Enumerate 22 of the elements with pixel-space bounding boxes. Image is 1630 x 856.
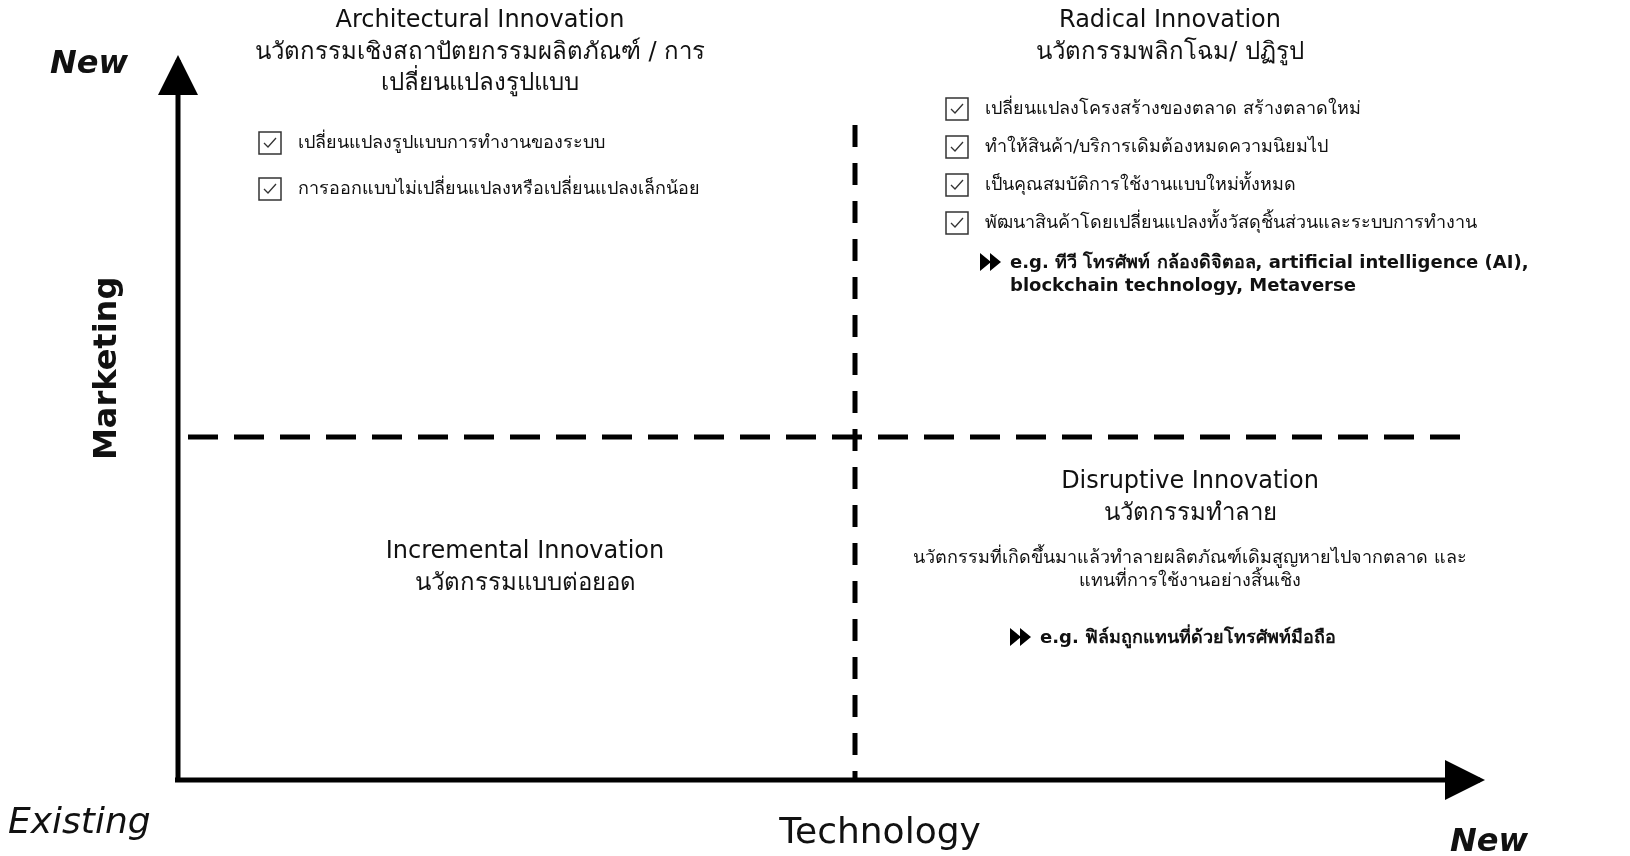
quadrant-heading: Disruptive Innovation: [1060, 465, 1320, 496]
example-text: e.g. ทีวี โทรศัพท์ กล้องดิจิตอล, artificial intelligence (AI), blockchain technology, Metaverse: [1010, 250, 1530, 297]
list-item: ทำให้สินค้า/บริการเดิมต้องหมดความนิยมไป: [985, 134, 1330, 158]
list-item: พัฒนาสินค้าโดยเปลี่ยนแปลงทั้งวัสดุชิ้นส่วนและระบบการทำงาน: [985, 210, 1478, 234]
list-item: เปลี่ยนแปลงโครงสร้างของตลาด สร้างตลาดใหม่: [985, 96, 1362, 120]
axis-label: Technology: [778, 809, 982, 853]
axis-end-label: Existing: [8, 799, 152, 843]
quadrant-heading: Incremental Innovation: [384, 535, 666, 566]
quadrant-heading: นวัตกรรมพลิกโฉม/ ปฏิรูป: [1035, 36, 1305, 68]
example-text: e.g. ฟิล์มถูกแทนที่ด้วยโทรศัพท์มือถือ: [1040, 625, 1338, 649]
quadrant-heading: นวัตกรรมแบบต่อยอด: [413, 567, 637, 598]
list-item: เป็นคุณสมบัติการใช้งานแบบใหม่ทั้งหมด: [985, 172, 1297, 196]
description-text: นวัตกรรมที่เกิดขึ้นมาแล้วทำลายผลิตภัณฑ์เดิมสูญหายไปจากตลาด และแทนที่การใช้งานอย่างสิ้นเชิง: [912, 545, 1468, 592]
list-item: เปลี่ยนแปลงรูปแบบการทำงานของระบบ: [298, 130, 606, 154]
quadrant-heading: Architectural Innovation: [334, 4, 626, 35]
quadrant-heading: นวัตกรรมเชิงสถาปัตยกรรมผลิตภัณฑ์ / การเปลี่ยนแปลงรูปแบบ: [253, 36, 707, 99]
quadrant-heading: นวัตกรรมทำลาย: [1102, 497, 1278, 528]
axis-end-label: New: [50, 42, 130, 83]
axis-label: Marketing: [85, 276, 125, 460]
list-item: การออกแบบไม่เปลี่ยนแปลงหรือเปลี่ยนแปลงเล็กน้อย: [298, 176, 701, 200]
quadrant-heading: Radical Innovation: [1058, 4, 1282, 35]
axis-end-label: New: [1450, 820, 1530, 856]
